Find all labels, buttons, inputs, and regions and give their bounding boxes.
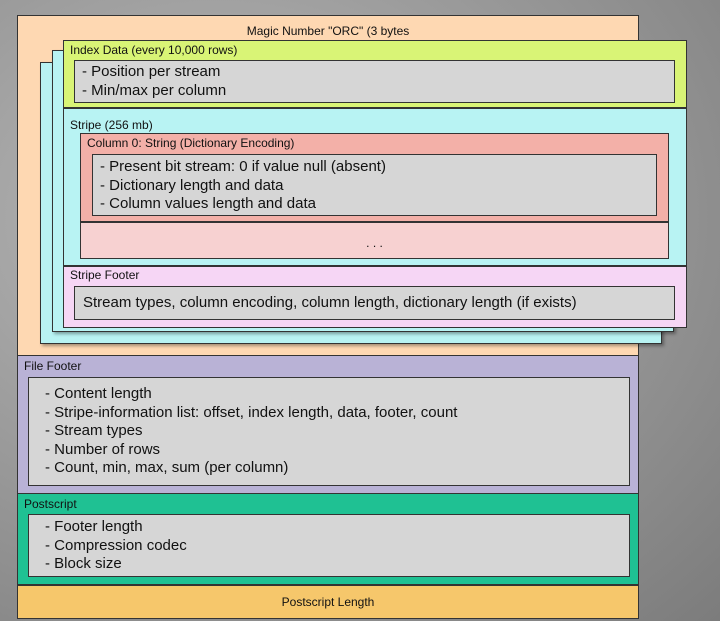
file-footer-line: - Count, min, max, sum (per column) <box>45 459 289 476</box>
stripe-footer-block: Stripe Footer Stream types, column encod… <box>63 266 687 328</box>
column-line: - Column values length and data <box>100 195 316 212</box>
file-footer-line: - Content length <box>45 385 152 402</box>
column-content: - Present bit stream: 0 if value null (a… <box>92 154 657 216</box>
stripe-title: Stripe (256 mb) <box>70 118 153 132</box>
postscript-length-block: Postscript Length <box>17 585 639 619</box>
stripe-footer-title: Stripe Footer <box>70 268 140 282</box>
column-line: - Present bit stream: 0 if value null (a… <box>100 158 386 175</box>
column-title: Column 0: String (Dictionary Encoding) <box>87 136 295 150</box>
index-data-content: - Position per stream - Min/max per colu… <box>74 60 675 103</box>
more-columns-block: . . . <box>80 222 669 259</box>
stripe-footer-content: Stream types, column encoding, column le… <box>74 286 675 320</box>
index-data-title: Index Data (every 10,000 rows) <box>70 43 238 57</box>
file-footer-title: File Footer <box>24 359 82 373</box>
file-footer-content: - Content length - Stripe-information li… <box>28 377 630 486</box>
file-footer-line: - Number of rows <box>45 440 161 458</box>
postscript-line: - Block size <box>45 555 122 572</box>
index-data-line: - Position per stream <box>82 63 221 80</box>
postscript-length-title: Postscript Length <box>281 595 375 609</box>
postscript-content: - Footer length - Compression codec - Bl… <box>28 514 630 577</box>
stripe-footer-text: Stream types, column encoding, column le… <box>83 294 577 311</box>
postscript-title: Postscript <box>24 497 77 511</box>
column-block: Column 0: String (Dictionary Encoding) -… <box>80 133 669 222</box>
column-line: - Dictionary length and data <box>100 176 284 194</box>
index-data-block: Index Data (every 10,000 rows) - Positio… <box>63 40 687 108</box>
magic-number-title: Magic Number "ORC" (3 bytes <box>246 24 410 38</box>
file-footer-line: - Stripe-information list: offset, index… <box>45 403 458 421</box>
index-data-line: - Min/max per column <box>82 81 227 99</box>
postscript-line: - Footer length <box>45 518 143 535</box>
file-footer-block: File Footer - Content length - Stripe-in… <box>17 355 639 495</box>
postscript-line: - Compression codec <box>45 536 187 554</box>
ellipsis-text: . . . <box>366 236 383 250</box>
file-footer-line: - Stream types <box>45 422 143 439</box>
postscript-block: Postscript - Footer length - Compression… <box>17 493 639 585</box>
